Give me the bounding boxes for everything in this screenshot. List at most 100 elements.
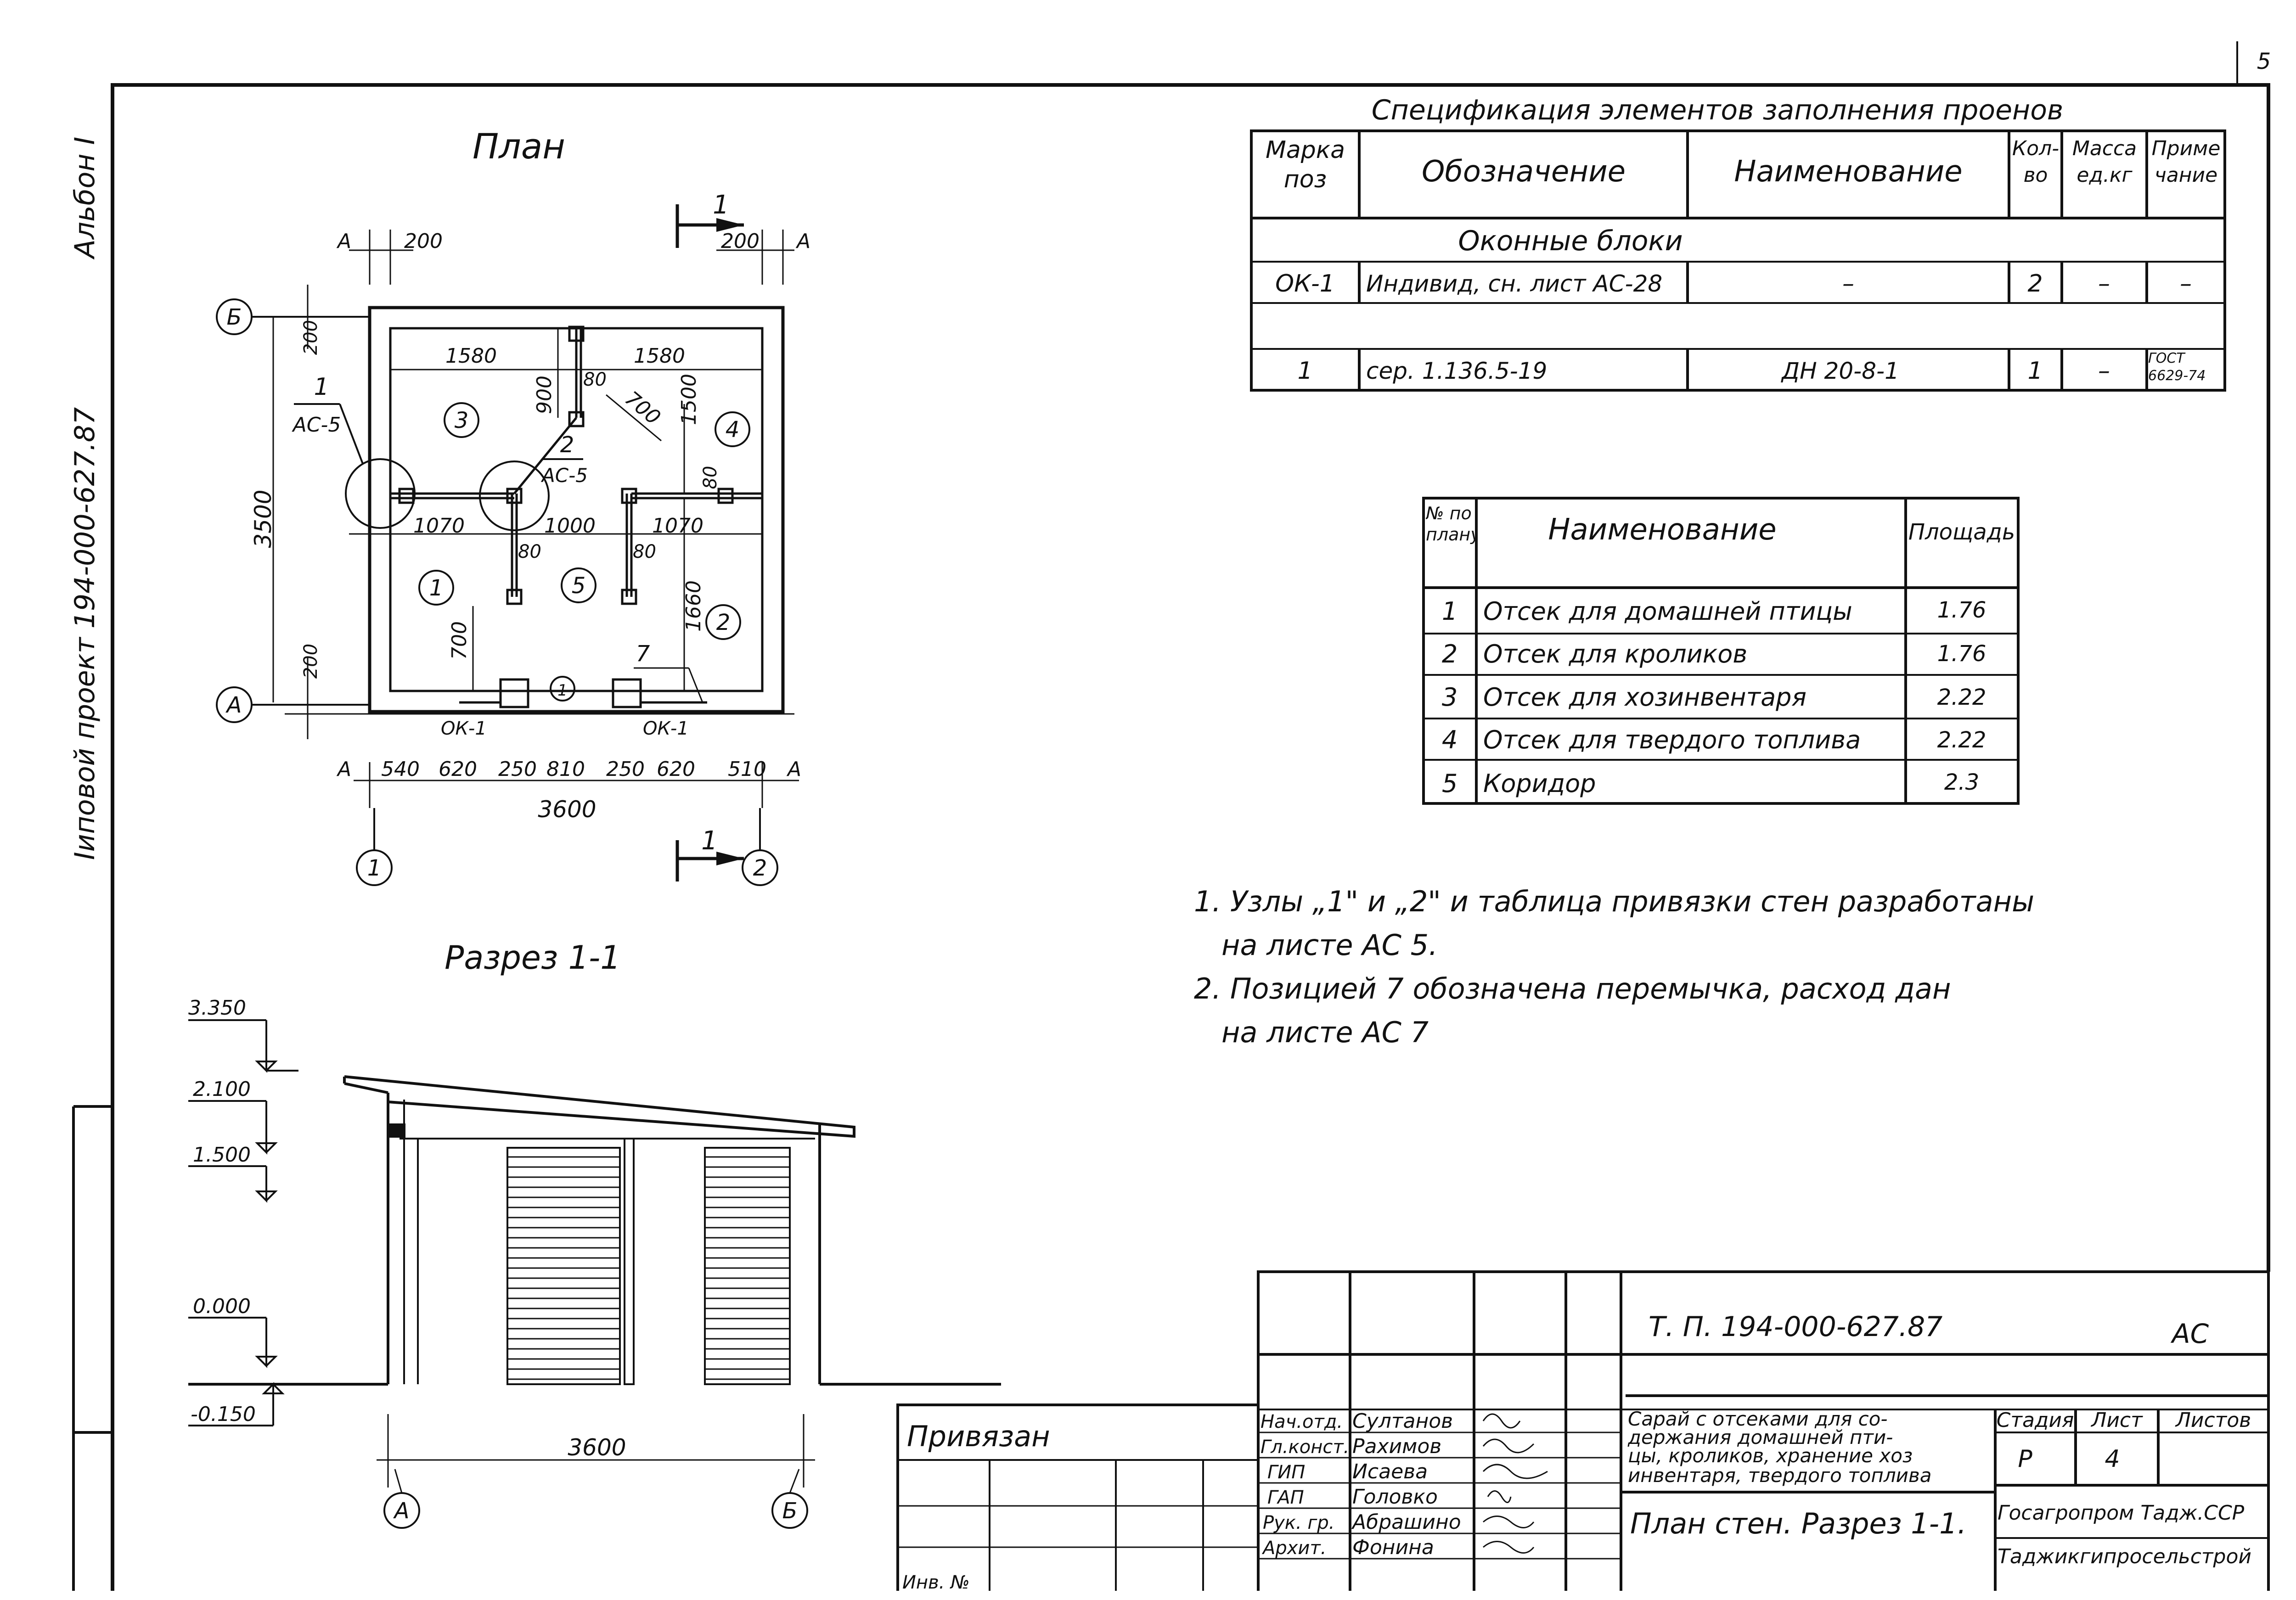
axis-1-plan: 1 — [367, 855, 382, 881]
name-1: Султанов — [1352, 1409, 1453, 1433]
spec-header-mass: Масса ед.кг — [2072, 137, 2137, 187]
section-mark-bottom-num: 1 — [701, 826, 718, 856]
section-mark-bottom: 1 — [675, 826, 744, 881]
project-label: Iиповой проект 194-000-627.87 — [69, 407, 101, 860]
spec-table-grid — [1250, 129, 2226, 392]
room-2: 2 — [716, 610, 731, 635]
level-2100: 2.100 — [193, 1078, 251, 1101]
notes: 1. Узлы „1" и „2" и таблица привязки сте… — [1194, 885, 2034, 1049]
dim-bottom-4: 250 — [606, 758, 645, 781]
stamp-roles: Нач.отд. Гл.конст. ГИП ГАП Рук. гр. Архи… — [1261, 1411, 1349, 1559]
spec-title: Спецификация элементов заполнения проено… — [1372, 94, 2064, 126]
dim-left-200-bottom: 200 — [300, 644, 321, 679]
plan-dimension-texts: 200 200 1580 1580 900 80 700 1500 80 107… — [250, 230, 810, 823]
stamp-description: Сарай с отсеками для со- держания домашн… — [1627, 1408, 1931, 1487]
spec-r1-designation: Индивид, сн. лист АС-28 — [1366, 270, 1662, 297]
node-1-num: 1 — [314, 373, 329, 401]
role-6: Архит. — [1261, 1538, 1326, 1559]
desc-4: инвентаря, твердого топлива — [1628, 1464, 1931, 1487]
rooms-r1-area: 1.76 — [1937, 597, 1986, 623]
section-title: Разрез 1-1 — [445, 939, 621, 977]
spec-row-1: ОК-1 Индивид, сн. лист АС-28 – 2 – – — [1275, 270, 2192, 298]
stamp-code: Т. П. 194-000-627.87 — [1649, 1311, 1942, 1343]
stamp-sheet-header: Лист — [2090, 1409, 2143, 1432]
note-2-line-2: на листе АС 7 — [1221, 1016, 1429, 1049]
pos-7: 7 — [636, 641, 650, 667]
dim-bottom-6: 510 — [728, 758, 766, 781]
stamp-sheets-header: Листов — [2175, 1409, 2251, 1432]
note-1-line-1: 1. Узлы „1" и „2" и таблица привязки сте… — [1194, 885, 2034, 918]
binding-strip — [72, 1105, 113, 1591]
dim-700-diag: 700 — [620, 387, 665, 429]
spec-group: Оконные блоки — [1458, 225, 1683, 257]
rooms-r5-area: 2.3 — [1944, 769, 1979, 795]
rooms-header-name: Наименование — [1548, 513, 1776, 547]
level-texts: 3.350 2.100 1.500 0.000 -0.150 — [188, 996, 256, 1426]
stamp-org-1: Госагропром Тадж.ССР — [1998, 1501, 2245, 1525]
dim-bottom-1: 620 — [439, 758, 477, 781]
rooms-r3-no: 3 — [1442, 683, 1458, 712]
rooms-r3-area: 2.22 — [1937, 685, 1986, 710]
node-1-callout: 1 АС-5 — [292, 373, 364, 464]
rooms-row-3: 3 Отсек для хозинвентаря 2.22 — [1442, 683, 1986, 712]
page-number: 5 — [2257, 49, 2271, 74]
name-5: Абрашино — [1351, 1510, 1461, 1534]
rooms-table-grid — [1422, 497, 2020, 805]
axis-a-section: А — [393, 1498, 410, 1524]
section-hatching — [507, 1156, 790, 1380]
axis-bubble-texts: Б А 1 2 — [225, 304, 767, 881]
role-5: Рук. гр. — [1263, 1512, 1335, 1533]
node-1-sheet: АС-5 — [292, 413, 341, 437]
stamp-bound: Привязан — [907, 1420, 1050, 1453]
stamp-mark: АС — [2170, 1318, 2209, 1349]
level-minus0150: -0.150 — [191, 1403, 256, 1426]
sheet-frame — [111, 41, 2270, 1591]
note-2-line-1: 2. Позицией 7 обозначена перемычка, расх… — [1194, 972, 1951, 1005]
spec-r1-name: – — [1842, 270, 1854, 298]
room-3: 3 — [455, 408, 469, 433]
level-1500: 1.500 — [193, 1143, 251, 1167]
dim-80-a: 80 — [583, 369, 607, 390]
axis-a-plan: А — [225, 692, 242, 718]
rooms-r2-no: 2 — [1442, 640, 1458, 668]
note-1-line-2: на листе АС 5. — [1221, 928, 1438, 962]
spec-header-note: Приме чание — [2151, 137, 2221, 187]
level-0000: 0.000 — [193, 1295, 251, 1318]
dim-1580-right: 1580 — [634, 344, 685, 368]
dim-700-vert: 700 — [448, 621, 471, 660]
dim-80-d: 80 — [633, 541, 656, 562]
dim-1000: 1000 — [544, 514, 596, 538]
dim-1660: 1660 — [682, 580, 705, 632]
rooms-r4-no: 4 — [1442, 725, 1458, 754]
spec-r1-qty: 2 — [2027, 270, 2043, 298]
role-2: Гл.конст. — [1261, 1437, 1349, 1458]
axis-b-section: Б — [782, 1498, 798, 1524]
room-markers — [418, 402, 750, 702]
small-a-tl: А — [336, 230, 351, 253]
stamp-sheet-title: План стен. Разрез 1-1. — [1630, 1507, 1966, 1540]
stamp-names: Султанов Рахимов Исаева Головко Абрашино… — [1351, 1409, 1461, 1559]
rooms-row-1: 1 Отсек для домашней птицы 1.76 — [1442, 597, 1986, 626]
stamp-org-2: Таджикгипросельстрой — [1998, 1545, 2251, 1568]
section-mark-top-num: 1 — [713, 190, 729, 220]
axis-2-plan: 2 — [753, 855, 767, 881]
node-2-callout: 2 АС-5 — [540, 432, 588, 487]
role-1: Нач.отд. — [1261, 1411, 1343, 1432]
dim-1580-left: 1580 — [445, 344, 497, 368]
rooms-r1-no: 1 — [1442, 597, 1458, 626]
spec-r1-mass: – — [2098, 270, 2110, 298]
album-label: Альбон I — [69, 137, 101, 260]
name-6: Фонина — [1352, 1536, 1434, 1559]
node-2-num: 2 — [560, 432, 574, 458]
window-left: ОК-1 — [441, 718, 487, 739]
window-labels: ОК-1 ОК-1 — [441, 718, 689, 739]
dim-total: 3600 — [538, 796, 596, 823]
small-a-bl: А — [336, 758, 351, 781]
role-3: ГИП — [1267, 1462, 1305, 1483]
small-a-br: А — [786, 758, 801, 781]
dim-900: 900 — [533, 376, 556, 414]
rooms-row-4: 4 Отсек для твердого топлива 2.22 — [1442, 725, 1986, 754]
dim-bottom-0: 540 — [381, 758, 420, 781]
dim-bottom-2: 250 — [498, 758, 537, 781]
